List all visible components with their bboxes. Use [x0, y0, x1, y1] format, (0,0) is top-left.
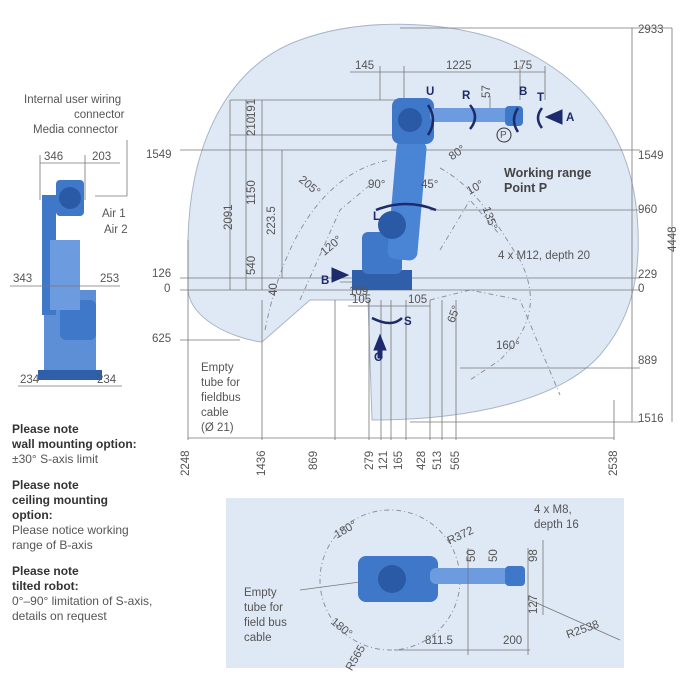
dim-1436: 1436 [256, 450, 268, 476]
dim-1225: 1225 [446, 60, 472, 72]
dim-1150: 1150 [246, 180, 258, 205]
side-label-connector: connector [74, 109, 125, 121]
side-label-wiring: Internal user wiring [24, 94, 122, 106]
dim-4448: 4448 [667, 226, 679, 252]
axis-arrows [331, 104, 563, 359]
dimension-lines [180, 27, 673, 440]
dim-625: 625 [152, 333, 172, 345]
air-2-label: Air 2 [104, 224, 128, 236]
dim-105-a: 105 [352, 294, 372, 306]
top-dim-127: 127 [528, 594, 540, 614]
mount-note-m12: 4 x M12, depth 20 [498, 250, 591, 262]
dim-165: 165 [393, 450, 405, 470]
dim-960: 960 [638, 204, 658, 216]
axis-s-label: S [404, 316, 412, 328]
dim-210: 210 [246, 116, 258, 136]
dim-869: 869 [308, 450, 320, 470]
dim-105-b: 105 [408, 294, 428, 306]
axis-r-label: R [462, 90, 471, 102]
dim-126: 126 [152, 268, 172, 280]
dim-40: 40 [268, 283, 280, 296]
top-dim-50-b: 50 [488, 549, 500, 562]
dim-121: 121 [378, 450, 390, 470]
top-dim-200: 200 [503, 635, 523, 647]
axis-a-label: A [566, 112, 575, 124]
dim-191: 191 [246, 98, 258, 118]
point-p-label: P [500, 130, 507, 141]
dim-57: 57 [481, 85, 493, 98]
top-mount-note-m8: 4 x M8, depth 16 [534, 504, 579, 531]
top-dim-811-5: 811.5 [425, 635, 453, 647]
point-p-marker [496, 127, 512, 143]
angle-90: 90° [368, 179, 386, 191]
axis-u-label: U [426, 86, 435, 98]
side-dim-346: 346 [44, 151, 64, 163]
dim-145: 145 [355, 60, 375, 72]
side-dim-234-b: 234 [97, 374, 117, 386]
dim-2538: 2538 [608, 450, 620, 476]
axis-b-label: B [519, 86, 528, 98]
robot-main [352, 98, 523, 290]
dim-2091: 2091 [223, 204, 235, 230]
dim-1549-r: 1549 [638, 150, 664, 162]
fieldbus-tube-note: Empty tube for fieldbus cable (Ø 21) [201, 362, 241, 434]
side-dim-203: 203 [92, 151, 112, 163]
dim-1516: 1516 [638, 413, 664, 425]
working-range-title: Working range Point P [504, 166, 592, 195]
range-construction-lines [299, 184, 561, 396]
axis-b-base-label: B [321, 275, 330, 287]
inner-range-line [264, 159, 531, 381]
air-1-label: Air 1 [102, 208, 126, 220]
angle-160: 160° [496, 340, 520, 352]
dim-1549-l: 1549 [146, 149, 172, 161]
dim-109: 109 [349, 286, 369, 298]
dim-513: 513 [432, 450, 444, 470]
dim-540: 540 [246, 255, 258, 275]
side-dim-253: 253 [100, 273, 120, 285]
axis-c-label: C [374, 352, 383, 364]
angle-45: 45° [421, 179, 439, 191]
axis-t-label: T [537, 92, 545, 104]
axis-l-label: L [373, 211, 381, 223]
dim-229: 229 [638, 269, 658, 281]
top-dim-98: 98 [528, 549, 540, 562]
dim-175: 175 [513, 60, 533, 72]
side-dim-343: 343 [13, 273, 33, 285]
top-dim-50-a: 50 [466, 549, 478, 562]
dim-428: 428 [416, 450, 428, 470]
top-view-dims [299, 540, 621, 655]
dim-2933: 2933 [638, 24, 664, 36]
dim-0-l: 0 [164, 283, 171, 295]
side-label-media: Media connector [33, 124, 119, 136]
dim-0-r: 0 [638, 283, 645, 295]
dim-2248: 2248 [180, 450, 192, 476]
robot-side-view-small [38, 180, 102, 380]
dim-889: 889 [638, 355, 658, 367]
side-dim-234-a: 234 [20, 374, 40, 386]
dim-223-5: 223.5 [266, 206, 278, 235]
robot-top-view [358, 556, 525, 602]
dim-565: 565 [450, 450, 462, 470]
top-fieldbus-tube-note: Empty tube for field bus cable [244, 587, 287, 644]
dim-279: 279 [364, 450, 376, 470]
side-dimension-lines [10, 140, 128, 387]
